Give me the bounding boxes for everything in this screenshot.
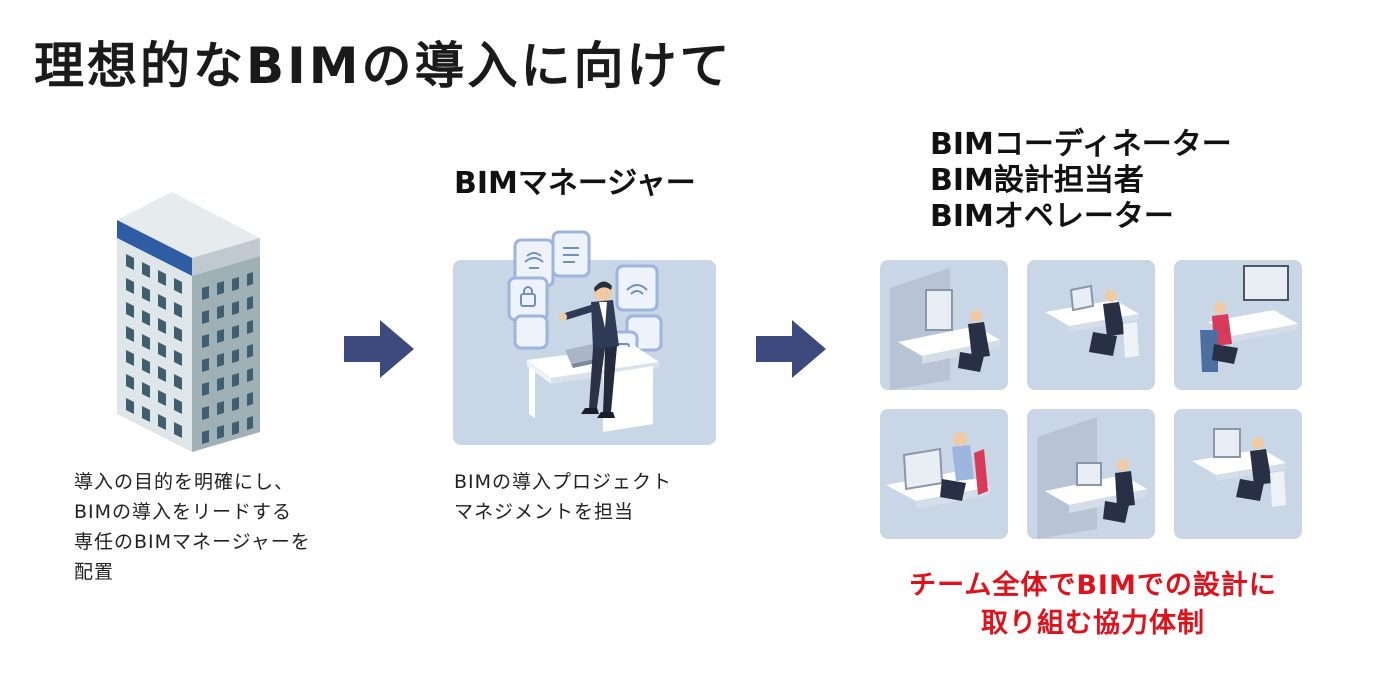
step1-description: 導入の目的を明確にし、 BIMの導入をリードする 専任のBIMマネージャーを 配… xyxy=(74,471,311,583)
arrow-right-icon xyxy=(756,320,826,378)
team-member-illustration xyxy=(1045,284,1139,358)
page-title: 理想的なBIMの導入に向けて xyxy=(34,37,733,95)
team-member-tile xyxy=(1027,260,1155,390)
team-member-illustration xyxy=(886,432,990,509)
team-member-tile xyxy=(880,409,1008,539)
team-member-tile xyxy=(1174,409,1302,539)
team-member-illustration xyxy=(1200,265,1298,372)
manager-illustration xyxy=(507,230,663,432)
step3-heading: BIMコーディネーター BIM設計担当者 BIMオペレーター xyxy=(930,127,1232,234)
team-member-illustration xyxy=(890,268,1000,390)
team-member-illustration xyxy=(1037,417,1147,539)
step2-description: BIMの導入プロジェクト マネジメントを担当 xyxy=(454,471,673,523)
team-member-tile xyxy=(880,260,1008,390)
office-building-icon xyxy=(117,192,260,452)
team-member-tile xyxy=(1174,260,1302,390)
step2-heading: BIMマネージャー xyxy=(454,166,696,201)
arrow-right-icon xyxy=(344,320,414,378)
team-collaboration-note: チーム全体でBIMでの設計に 取り組む協力体制 xyxy=(909,570,1277,639)
team-member-illustration xyxy=(1192,428,1286,507)
team-member-tile xyxy=(1027,409,1155,539)
